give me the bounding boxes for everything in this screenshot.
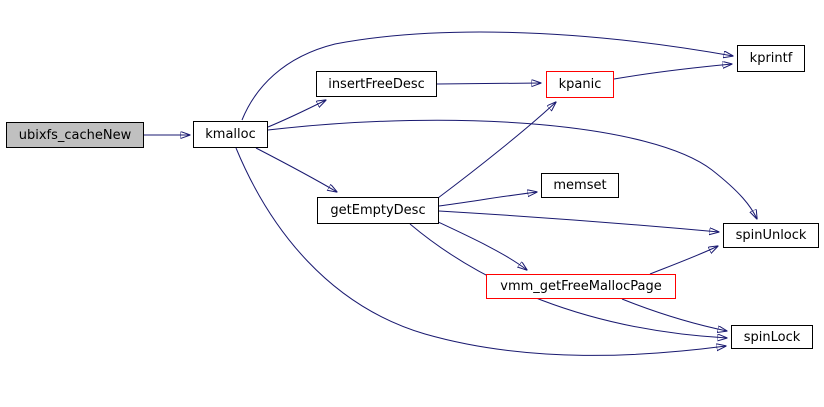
edge-getEmptyDesc-spinUnlock (438, 210, 719, 232)
edge-vmm_getFreeMallocPage-spinLock (621, 298, 727, 331)
edge-kmalloc-kprintf (241, 31, 733, 121)
edge-kmalloc-getEmptyDesc (255, 147, 337, 192)
node-getemptydesc[interactable]: getEmptyDesc (317, 197, 439, 224)
node-spinunlock[interactable]: spinUnlock (723, 223, 819, 248)
edge-getEmptyDesc-memset (438, 192, 537, 207)
edge-kmalloc-spinLock (235, 147, 726, 356)
node-spinlock[interactable]: spinLock (731, 325, 813, 349)
edge-kmalloc-spinUnlock (267, 119, 757, 219)
edge-insertFreeDesc-kpanic (436, 83, 541, 84)
node-memset[interactable]: memset (541, 173, 619, 198)
edge-kmalloc-insertFreeDesc (267, 100, 326, 128)
edge-vmm_getFreeMallocPage-spinUnlock (649, 246, 718, 275)
edge-kpanic-kprintf (613, 64, 732, 80)
node-kpanic[interactable]: kpanic (546, 71, 614, 98)
node-ubixfs-cachenew: ubixfs_cacheNew (6, 122, 144, 148)
edge-getEmptyDesc-spinLock (409, 223, 727, 338)
edge-getEmptyDesc-kpanic (437, 102, 556, 199)
node-vmm-getfreemallocpage[interactable]: vmm_getFreeMallocPage (486, 274, 676, 299)
edge-getEmptyDesc-vmm_getFreeMallocPage (435, 220, 527, 270)
node-kprintf[interactable]: kprintf (737, 45, 805, 72)
node-kmalloc[interactable]: kmalloc (193, 121, 268, 148)
node-insertfreedesc[interactable]: insertFreeDesc (316, 71, 437, 97)
